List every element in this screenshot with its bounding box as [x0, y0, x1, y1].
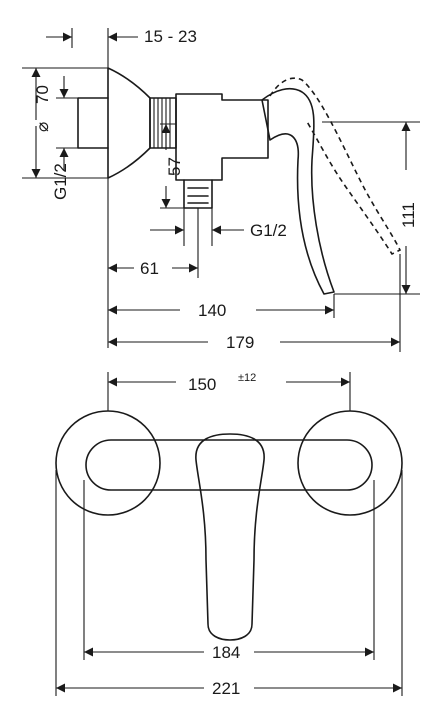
handle-front: [195, 433, 265, 641]
mixer-body: [175, 93, 269, 181]
dim-150-tolerance-label: ±12: [238, 372, 256, 384]
nut-thread: [153, 98, 171, 148]
dim-diameter-label: ⌀: [33, 122, 52, 132]
outlet-connector: [183, 179, 213, 209]
front-dimensions: 150 ±12 184 221: [55, 372, 403, 698]
side-view: [77, 67, 402, 295]
handle-side: [261, 88, 335, 295]
handle-raised-outline: [269, 77, 402, 256]
mixer-body-front: [85, 439, 373, 491]
dim-g12-left-label: G1/2: [51, 163, 70, 200]
dim-150-label: 150: [188, 375, 216, 394]
dim-70-label: 70: [33, 85, 52, 104]
dim-15-23-label: 15 - 23: [144, 27, 197, 46]
dim-184-label: 184: [212, 643, 240, 662]
dim-179-label: 179: [226, 333, 254, 352]
rosette: [107, 67, 151, 179]
dim-61-label: 61: [140, 259, 159, 278]
dim-111-label: 111: [399, 202, 418, 228]
dim-221-label: 221: [212, 679, 240, 698]
front-view: [55, 410, 403, 641]
rosette-right: [297, 410, 403, 516]
pipe-stub: [77, 97, 109, 149]
dim-57-label: 57: [165, 157, 184, 176]
dim-g12-bottom-label: G1/2: [250, 221, 287, 240]
side-dimensions: 15 - 23 70 ⌀ G1/2 57 G1/2 61 140: [22, 27, 420, 352]
rosette-left: [55, 410, 161, 516]
dim-140-label: 140: [198, 301, 226, 320]
